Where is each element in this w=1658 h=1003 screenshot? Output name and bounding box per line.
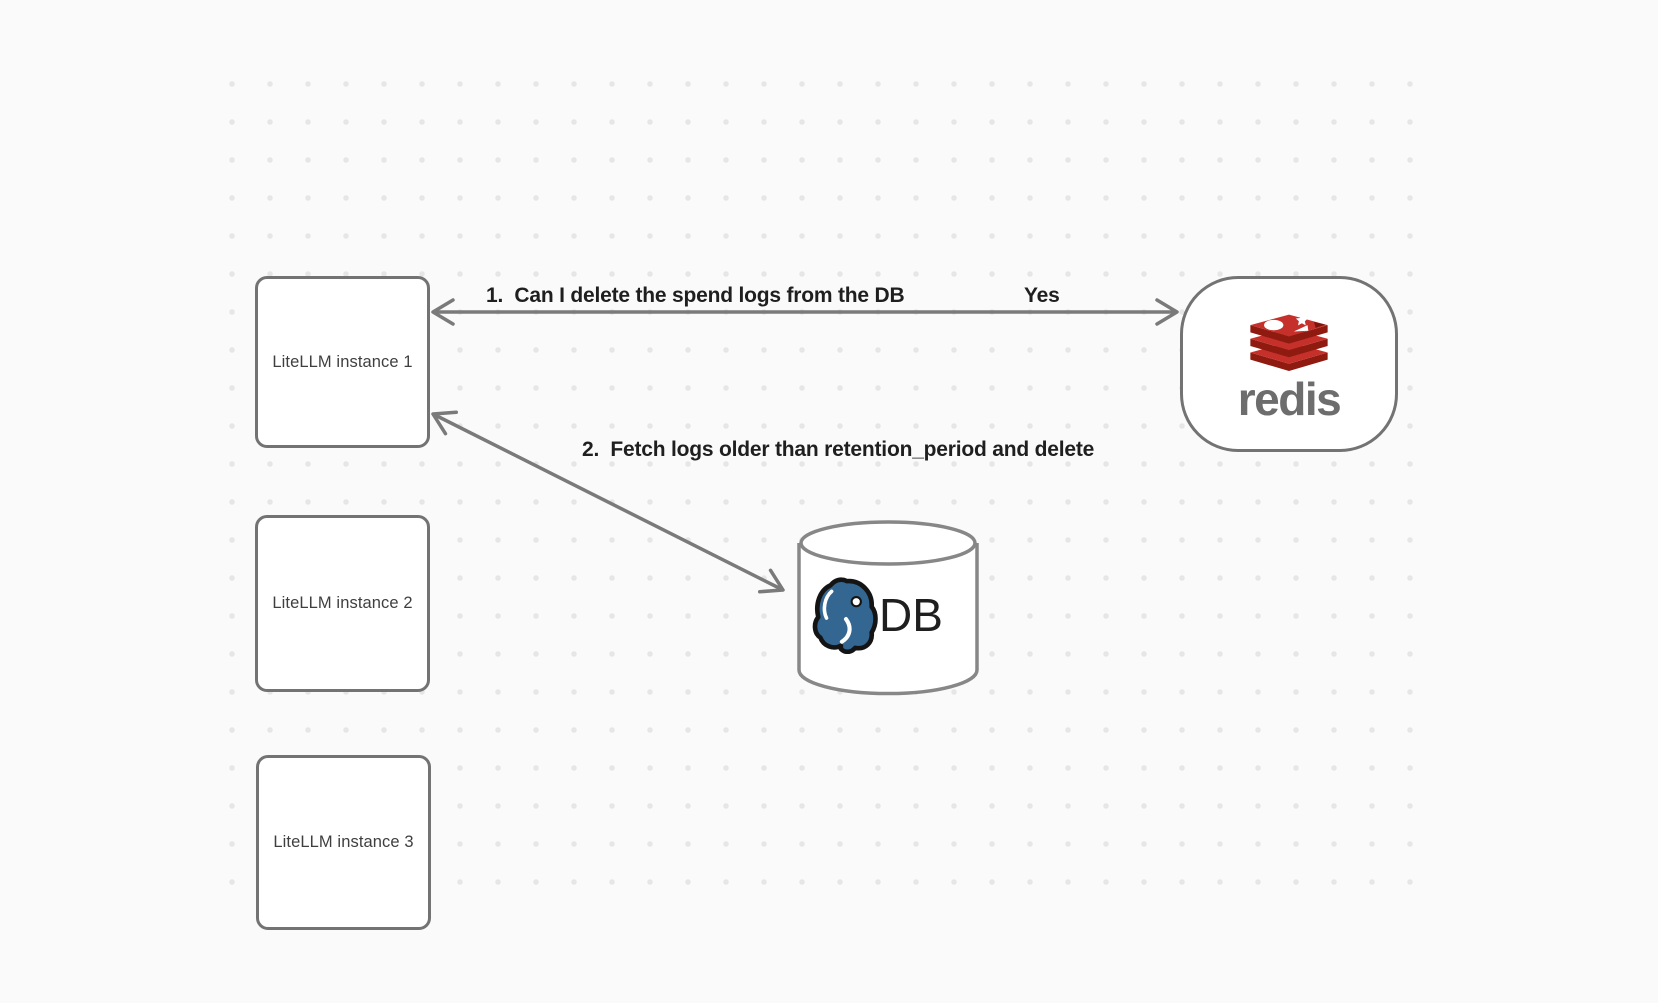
node-litellm-instance-2[interactable]: LiteLLM instance 2 (255, 515, 430, 692)
edge2-label[interactable]: 2. Fetch logs older than retention_perio… (582, 438, 1095, 461)
edge1-label[interactable]: 1. Can I delete the spend logs from the … (486, 284, 905, 307)
node-litellm-instance-1[interactable]: LiteLLM instance 1 (255, 276, 430, 448)
node-label: LiteLLM instance 3 (273, 833, 414, 851)
db-label: DB (879, 589, 943, 641)
redis-logo-icon (1250, 314, 1328, 371)
node-label: LiteLLM instance 1 (272, 352, 413, 371)
redis-wordmark: redis (1237, 373, 1342, 425)
postgresql-elephant-icon (812, 577, 878, 654)
edge1-response-label[interactable]: Yes (1024, 284, 1060, 307)
node-litellm-instance-3[interactable]: LiteLLM instance 3 (256, 755, 431, 930)
edge-instance1-db[interactable] (431, 410, 785, 594)
node-label: LiteLLM instance 2 (272, 594, 413, 612)
node-database[interactable]: DB (797, 520, 979, 696)
node-redis[interactable]: redis (1180, 276, 1398, 452)
